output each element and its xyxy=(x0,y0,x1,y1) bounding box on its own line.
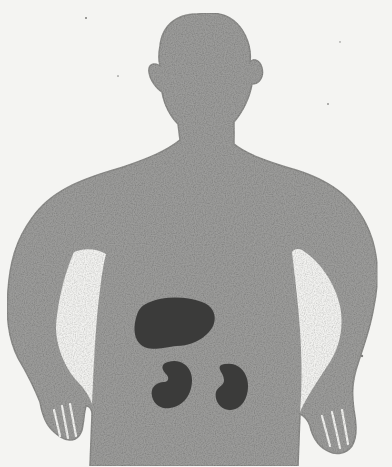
torso-and-arms xyxy=(7,13,377,466)
body-silhouette xyxy=(7,13,377,466)
